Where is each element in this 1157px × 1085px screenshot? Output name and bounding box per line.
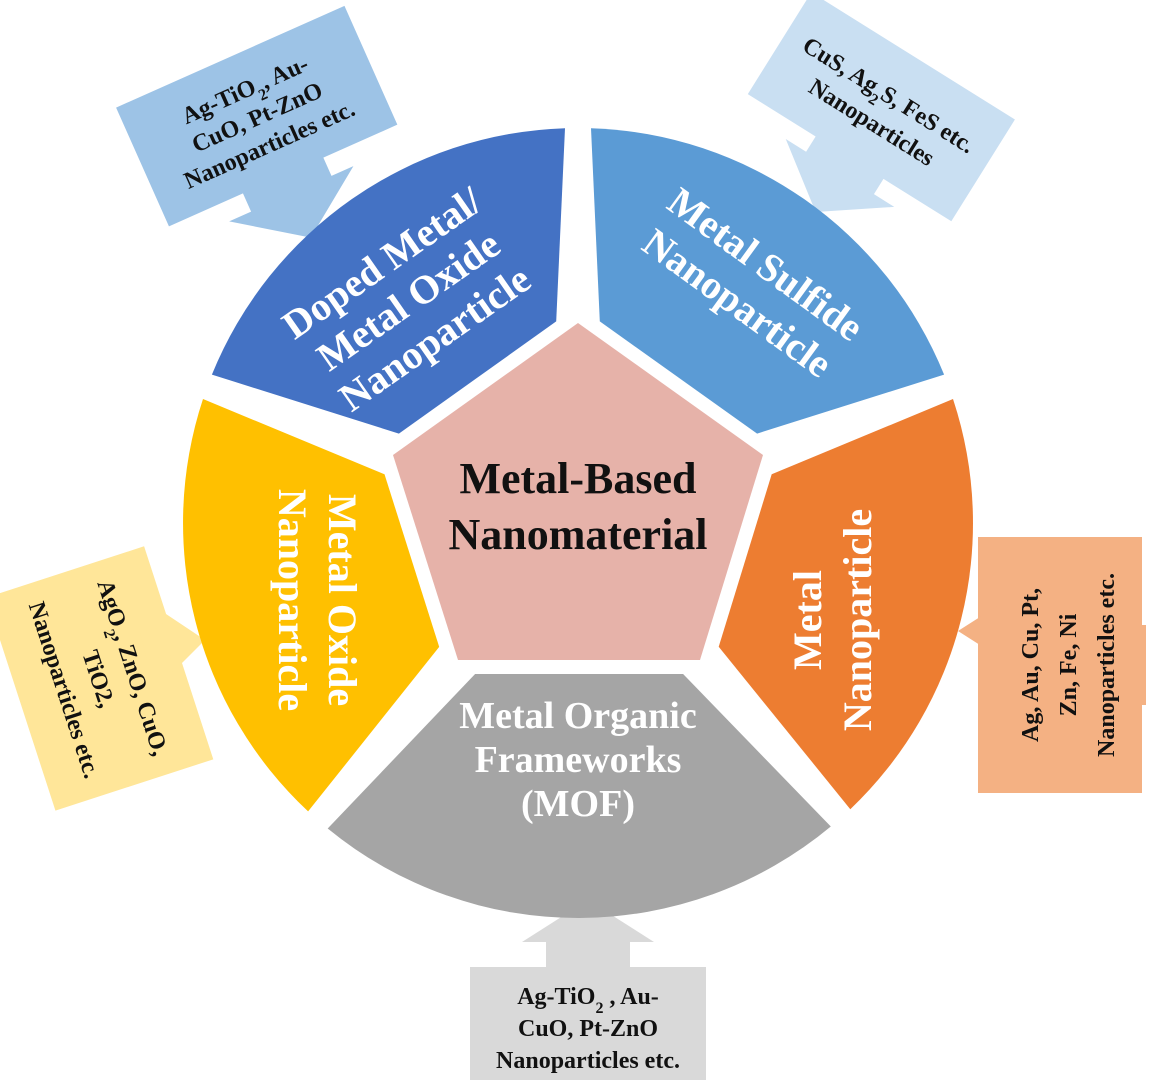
callout-text-line: CuO, Pt-ZnO (518, 1016, 658, 1042)
segment-label-line: Frameworks (475, 739, 682, 781)
callout-arrow-shape (470, 900, 706, 1080)
callout-text-line: Ag, Au, Cu, Pt, (1018, 588, 1044, 742)
segment-label-line: Metal Organic (459, 695, 696, 737)
callout-text: Ag, Au, Cu, Pt, Zn, Fe, Ni Nanoparticles e… (1018, 573, 1120, 757)
callout-arrow-shape (0, 546, 214, 811)
callout-arrow-shape (116, 5, 398, 238)
callout-text-line: Ag-TiO2 , Au- (517, 984, 659, 1017)
callout-arrow-shape (978, 537, 1146, 793)
segment-label-line: Metal (785, 570, 830, 670)
callout-text-run: Nanoparticles etc. (496, 1048, 680, 1074)
callout-text-line: Nanoparticles etc. (496, 1048, 680, 1074)
center-label-line: Metal-Based (459, 454, 696, 503)
callout-text-run: Ag-TiO (517, 984, 595, 1010)
segment-metal (718, 399, 973, 810)
segment-label-line: (MOF) (521, 783, 635, 825)
center-label-line: Nanomaterial (448, 510, 707, 559)
segment-label-line: Metal Oxide (320, 494, 365, 706)
callout-arrow-shape (747, 0, 1015, 222)
segment-label-oxide: Metal OxideNanoparticle (270, 489, 365, 711)
callout-metal-examples: Ag, Au, Cu, Pt, Zn, Fe, Ni Nanoparticles e… (978, 537, 1146, 793)
callout-oxide-examples: AgO2, ZnO, CuO,TiO2,Nanoparticles etc. (0, 546, 214, 811)
callout-sulfide-examples: CuS, Ag2S, FeS etc.Nanoparticles (747, 0, 1015, 222)
callout-doped-examples: Ag-TiO2, Au-CuO, Pt-ZnONanoparticles etc… (116, 5, 398, 238)
callout-metal-arrowhead (958, 601, 1005, 661)
callout-text-run: , Au- (603, 984, 658, 1010)
segment-oxide (183, 399, 440, 812)
callout-text-run: CuO, Pt-ZnO (518, 1016, 658, 1042)
wheel (183, 128, 973, 918)
callout-text-run: Zn, Fe, Ni (1056, 613, 1082, 716)
segment-label-line: Nanoparticle (270, 489, 315, 711)
center-pentagon (393, 323, 763, 660)
segment-mof (327, 674, 831, 918)
callout-text-run: Nanoparticles etc. (1094, 573, 1120, 757)
callout-oxide-arrowhead (140, 610, 205, 672)
callout-text-run: Ag, Au, Cu, Pt, (1018, 588, 1044, 742)
segment-sulfide (591, 128, 945, 434)
segment-doped (211, 128, 565, 434)
subscript: 2 (595, 1000, 603, 1017)
callout-text-line: Nanoparticles etc. (1094, 573, 1120, 757)
segment-label-line: Nanoparticle (835, 509, 880, 731)
callout-text-line: Zn, Fe, Ni (1056, 613, 1082, 716)
